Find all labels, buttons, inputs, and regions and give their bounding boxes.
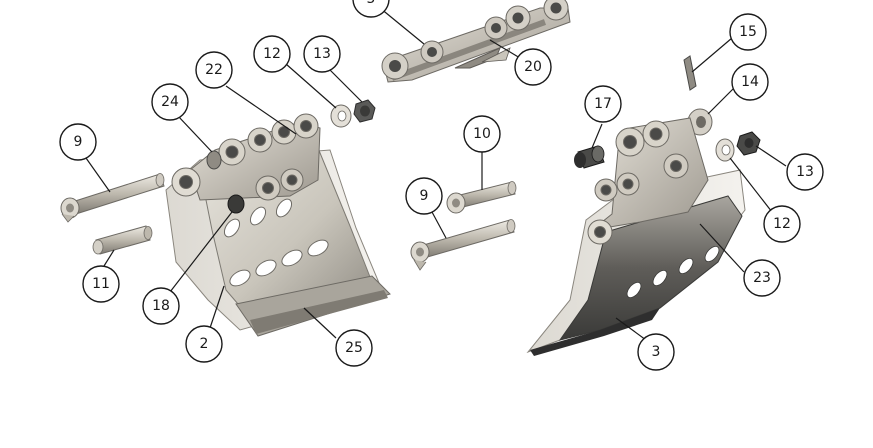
leader-14 [707,87,735,115]
pin-part-10 [446,181,517,214]
callout-15-number: 15 [739,24,757,40]
callout-13-right: 13 [786,153,824,191]
leader-12b [729,157,773,213]
callout-15: 15 [729,13,767,51]
linkage-bar-part-5 [381,0,571,83]
right-bucket-part-3 [526,117,746,356]
leader-18 [169,211,233,293]
leader-12a [285,63,337,109]
callout-23: 23 [743,259,781,297]
callout-12-right-number: 12 [773,216,791,232]
nut-part-13-left [353,99,376,123]
callout-13-left-number: 13 [313,46,331,62]
callout-10: 10 [463,115,501,153]
leader-22 [225,85,297,135]
callout-9-left: 9 [59,123,97,161]
washer-part-12-left [330,104,352,128]
callout-18-number: 18 [152,298,170,314]
callout-20: 20 [514,48,552,86]
leader-13a [327,67,363,103]
callout-11-number: 11 [92,276,110,292]
pin-part-11 [92,225,153,255]
grease-pin-part-15 [683,55,697,91]
leader-15 [691,37,733,73]
leader-23 [699,223,745,273]
leader-11 [103,249,115,267]
callout-10-number: 10 [473,126,491,142]
callout-12-right: 12 [763,205,801,243]
callout-22-number: 22 [205,62,223,78]
callout-13-left: 13 [303,35,341,73]
leader-3 [615,317,647,341]
nut-part-13-right [736,131,761,156]
callout-20-number: 20 [524,59,542,75]
callout-11: 11 [82,265,120,303]
callout-2-number: 2 [200,336,209,352]
callout-25: 25 [335,329,373,367]
callout-17: 17 [584,85,622,123]
bushing-part-17 [574,145,605,169]
callout-25-number: 25 [345,340,363,356]
leader-17 [591,123,603,149]
leader-9a [85,157,111,193]
leader-5 [379,7,425,45]
callout-14: 14 [731,63,769,101]
washer-part-12-right [715,138,735,162]
leader-13b [755,145,787,167]
pin-part-9-left [60,173,165,223]
callout-5-number: 5 [367,0,376,7]
washer-part-14 [687,108,713,136]
callout-12-left: 12 [253,35,291,73]
callout-9-left-number: 9 [74,134,83,150]
callout-14-number: 14 [741,74,759,90]
callout-9-middle: 9 [405,177,443,215]
leader-25 [303,307,337,339]
callout-23-number: 23 [753,270,771,286]
leader-24 [177,115,213,153]
leader-lines [85,7,787,341]
callout-18: 18 [142,287,180,325]
callout-24-number: 24 [161,94,179,110]
callout-9-middle-number: 9 [420,188,429,204]
leader-20 [489,39,521,59]
callout-5: 5 [352,0,390,18]
callout-22: 22 [195,51,233,89]
callout-3-number: 3 [652,344,661,360]
callout-17-number: 17 [594,96,612,112]
callout-13-right-number: 13 [796,164,814,180]
leader-2 [209,285,225,329]
wedge-plate-part-20 [454,47,511,69]
callout-3: 3 [637,333,675,371]
callout-bubbles: 5 20 12 13 22 24 9 11 18 2 25 10 9 17 15… [59,0,824,371]
left-bucket-part-2 [165,113,391,337]
callout-12-left-number: 12 [263,46,281,62]
callout-2: 2 [185,325,223,363]
pin-part-9-middle [410,219,516,271]
leader-9b [431,211,447,239]
callout-24: 24 [151,83,189,121]
